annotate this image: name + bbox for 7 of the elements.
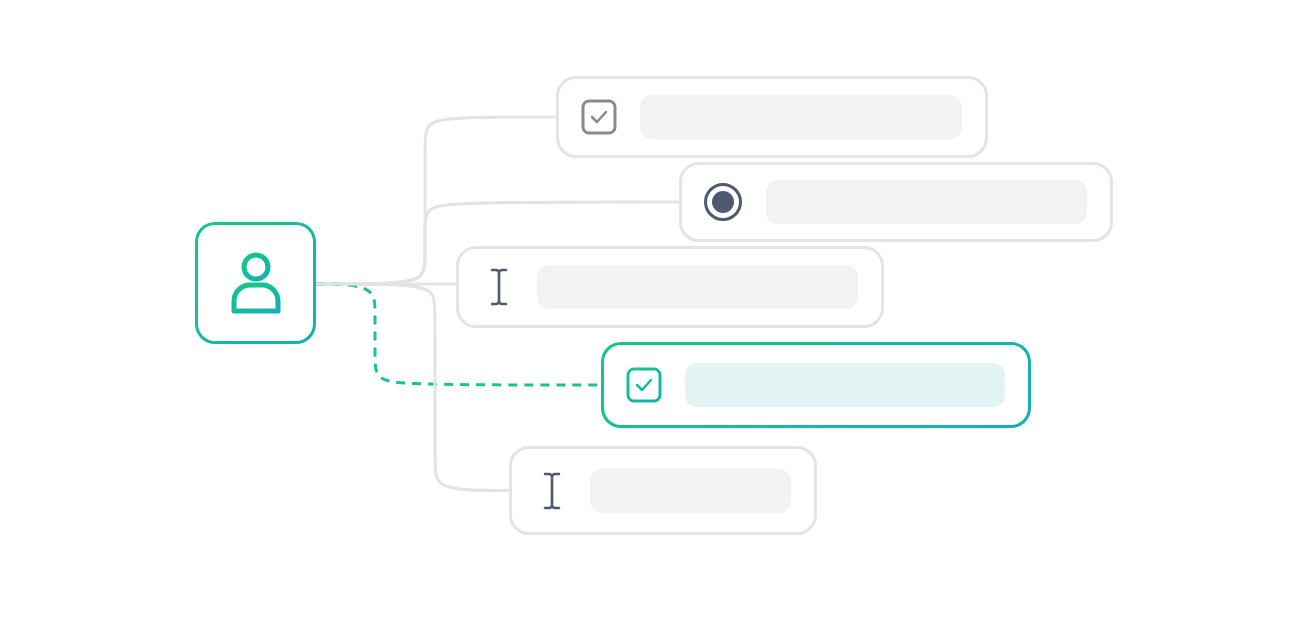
form-field-card: [556, 76, 988, 158]
selected-option-card: [601, 342, 1031, 428]
form-field-card: [456, 246, 884, 328]
connector-line: [316, 282, 509, 492]
form-field-card: [509, 446, 817, 535]
form-field-card: [679, 162, 1113, 242]
user-box: [195, 222, 316, 344]
